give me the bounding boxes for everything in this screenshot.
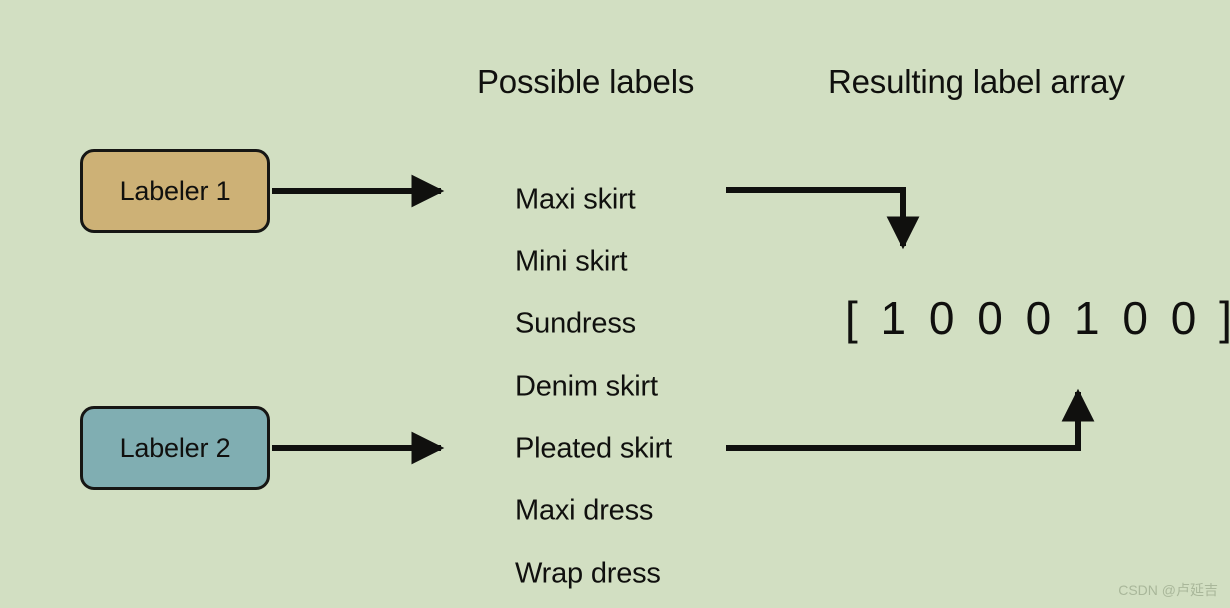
label-item-maxi-dress[interactable]: Maxi dress	[515, 494, 654, 527]
labeler-2-label: Labeler 2	[119, 432, 231, 463]
label-item-mini-skirt[interactable]: Mini skirt	[515, 245, 628, 278]
arrow-maxi-skirt-to-array-index-0	[726, 187, 920, 250]
labeler-2-box[interactable]: Labeler 2	[80, 406, 270, 490]
csdn-watermark: CSDN @卢延吉	[1118, 582, 1218, 598]
label-item-wrap-dress[interactable]: Wrap dress	[515, 557, 661, 590]
label-item-maxi-skirt[interactable]: Maxi skirt	[515, 183, 636, 216]
label-item-pleated-skirt[interactable]: Pleated skirt	[515, 432, 672, 465]
arrow-pleated-skirt-to-array-index-4	[726, 388, 1095, 451]
label-item-sundress[interactable]: Sundress	[515, 307, 636, 340]
possible-labels-header: Possible labels	[477, 63, 695, 100]
resulting-label-array-header: Resulting label array	[828, 63, 1125, 100]
labeler-1-box[interactable]: Labeler 1	[80, 149, 270, 233]
labeler-1-label: Labeler 1	[119, 175, 231, 206]
label-array-value: [ 1 0 0 0 1 0 0 ]	[845, 292, 1230, 344]
label-item-denim-skirt[interactable]: Denim skirt	[515, 370, 658, 403]
